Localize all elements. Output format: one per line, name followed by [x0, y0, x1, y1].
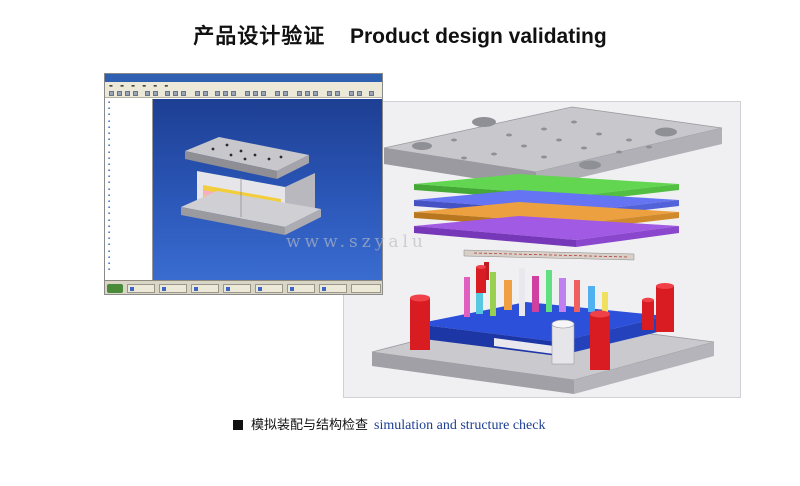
toolbar-button: [261, 91, 266, 96]
taskbar-button[interactable]: [191, 284, 219, 293]
taskbar-button[interactable]: [223, 284, 251, 293]
window-icon: [258, 287, 262, 291]
toolbar-button: [283, 91, 288, 96]
toolbar-button: [223, 91, 228, 96]
punch-pins: [464, 262, 608, 317]
caption-en: simulation and structure check: [374, 418, 546, 433]
file-icon: ▬: [109, 83, 113, 88]
part-icon: [105, 266, 152, 272]
toolbar-button: [335, 91, 340, 96]
toolbar-button: [165, 91, 170, 96]
toolbar-button: [297, 91, 302, 96]
window-icon: ▬: [153, 83, 158, 88]
window-icon: [194, 287, 198, 291]
window-icon: [322, 287, 326, 291]
watermark: www.szyalu: [286, 232, 427, 252]
stripper-strip: [463, 249, 635, 261]
tools-icon: ▬: [142, 83, 146, 88]
taskbar-button[interactable]: [255, 284, 283, 293]
page-title-zh: 产品设计验证: [193, 24, 326, 48]
part-tree-panel: [105, 99, 153, 280]
toolbar-button: [109, 91, 114, 96]
app-menubar: ▬ ▬ ▬ ▬ ▬ ▬: [105, 82, 382, 89]
toolbar-button: [215, 91, 220, 96]
toolbar-button: [357, 91, 362, 96]
caption-zh: 模拟装配与结构检查: [251, 418, 369, 433]
figure-caption: 模拟装配与结构检查 simulation and structure check: [233, 414, 545, 434]
top-clamp-plate: [383, 106, 723, 188]
toolbar-button: [117, 91, 122, 96]
mold-exploded-view: [343, 101, 741, 398]
help-icon: ▬: [164, 83, 169, 88]
window-icon: [130, 287, 134, 291]
cad-3d-viewport[interactable]: [153, 99, 382, 280]
guide-pillars: [410, 265, 674, 370]
window-icon: [290, 287, 294, 291]
toolbar-button: [181, 91, 186, 96]
view-icon: ▬: [131, 83, 135, 88]
toolbar-button: [369, 91, 374, 96]
toolbar-button: [203, 91, 208, 96]
toolbar-button: [327, 91, 332, 96]
toolbar-button: [305, 91, 310, 96]
taskbar-button[interactable]: [287, 284, 315, 293]
page-title: 产品设计验证 Product design validating: [0, 20, 800, 50]
toolbar-button: [245, 91, 250, 96]
start-icon[interactable]: [107, 284, 123, 293]
cad-software-window: ▬ ▬ ▬ ▬ ▬ ▬: [104, 73, 383, 295]
purple-plate: [414, 216, 679, 247]
toolbar-button: [195, 91, 200, 96]
bullet-square-icon: [233, 420, 243, 430]
toolbar-button: [173, 91, 178, 96]
page-title-en: Product design validating: [349, 25, 607, 48]
taskbar-button[interactable]: [319, 284, 347, 293]
window-icon: [162, 287, 166, 291]
toolbar-button: [313, 91, 318, 96]
toolbar-button: [231, 91, 236, 96]
toolbar-button: [349, 91, 354, 96]
edit-icon: ▬: [120, 83, 124, 88]
system-tray: [351, 284, 381, 293]
app-titlebar: [105, 74, 382, 82]
toolbar-button: [153, 91, 158, 96]
toolbar-button: [133, 91, 138, 96]
mold-3d-model: [181, 137, 321, 235]
taskbar: [105, 280, 382, 294]
window-icon: [226, 287, 230, 291]
toolbar-button: [253, 91, 258, 96]
mold-assembly-illustration: [371, 106, 723, 394]
toolbar-button: [145, 91, 150, 96]
taskbar-button[interactable]: [159, 284, 187, 293]
white-cylinder: [551, 319, 575, 365]
app-toolbar: [105, 89, 382, 98]
taskbar-button[interactable]: [127, 284, 155, 293]
toolbar-button: [125, 91, 130, 96]
toolbar-button: [275, 91, 280, 96]
